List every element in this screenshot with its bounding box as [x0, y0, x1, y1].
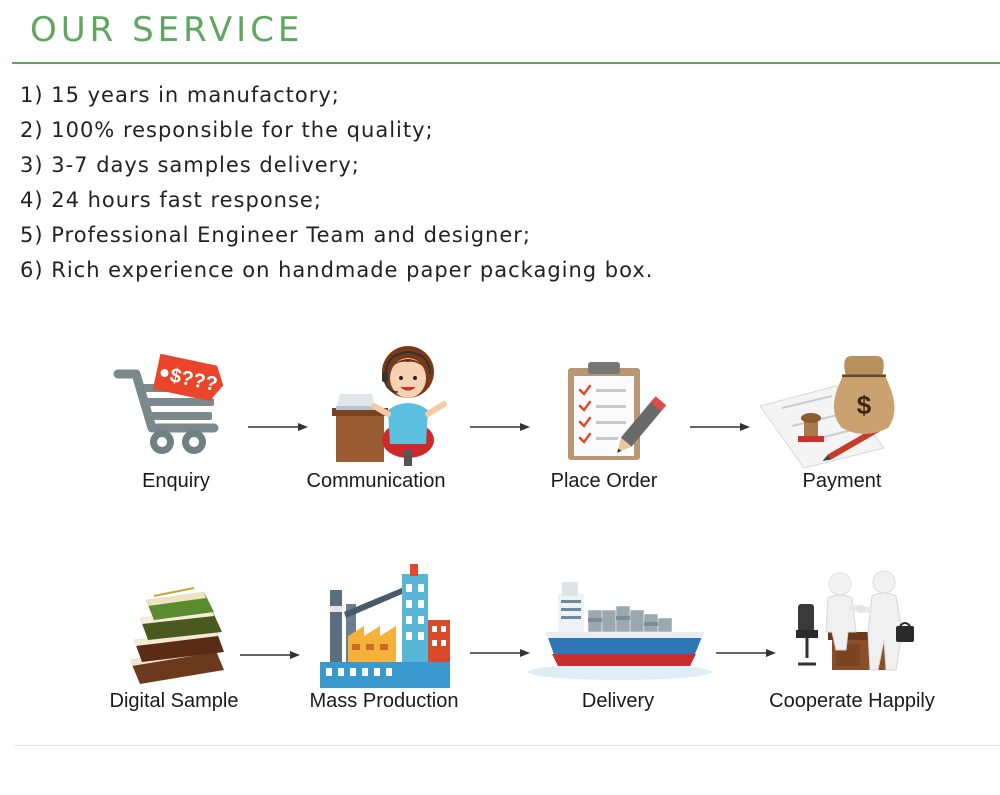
arrow-right-icon — [470, 649, 530, 657]
step-label: Payment — [802, 470, 882, 492]
arrow-right-icon — [248, 423, 308, 431]
step-place-order: Place Order — [504, 340, 704, 510]
factory-icon — [320, 564, 450, 688]
customer-service-woman-icon — [332, 346, 447, 466]
step-label: Cooperate Happily — [769, 690, 935, 712]
step-label: Communication — [306, 470, 446, 492]
clipboard-checklist-icon — [568, 362, 667, 460]
page-title: OUR SERVICE — [30, 10, 304, 50]
shopping-cart-price-tag-icon: $??? — [113, 353, 224, 454]
money-bag-symbol: $ — [857, 390, 872, 420]
service-item: 4) 24 hours fast response; — [20, 188, 322, 212]
step-label: Mass Production — [309, 690, 459, 712]
service-item: 6) Rich experience on handmade paper pac… — [20, 258, 654, 282]
service-item: 5) Professional Engineer Team and design… — [20, 223, 531, 247]
cargo-ship-icon — [528, 582, 712, 680]
title-divider — [12, 62, 1000, 64]
service-item: 3) 3-7 days samples delivery; — [20, 153, 360, 177]
arrow-right-icon — [690, 423, 750, 431]
arrow-right-icon — [240, 651, 300, 659]
service-list: 1) 15 years in manufactory; 2) 100% resp… — [20, 78, 653, 288]
step-digital-sample: Digital Sample — [74, 560, 274, 730]
step-payment: $ Payment — [742, 340, 942, 510]
handshake-meeting-icon — [796, 570, 914, 671]
bottom-divider — [14, 745, 1000, 746]
step-label: Digital Sample — [109, 690, 239, 712]
service-item: 2) 100% responsible for the quality; — [20, 118, 434, 142]
arrow-right-icon — [470, 423, 530, 431]
step-label: Place Order — [550, 470, 658, 492]
step-enquiry: $??? Enquiry — [76, 340, 276, 510]
step-delivery: Delivery — [518, 560, 718, 730]
stacked-books-icon — [130, 587, 224, 684]
step-label: Enquiry — [142, 470, 210, 492]
step-cooperate-happily: Cooperate Happily — [752, 560, 952, 730]
service-item: 1) 15 years in manufactory; — [20, 83, 340, 107]
step-communication: Communication — [276, 340, 476, 510]
arrow-right-icon — [716, 649, 776, 657]
step-mass-production: Mass Production — [284, 560, 484, 730]
money-bag-contract-icon: $ — [759, 355, 895, 469]
step-label: Delivery — [581, 690, 655, 712]
